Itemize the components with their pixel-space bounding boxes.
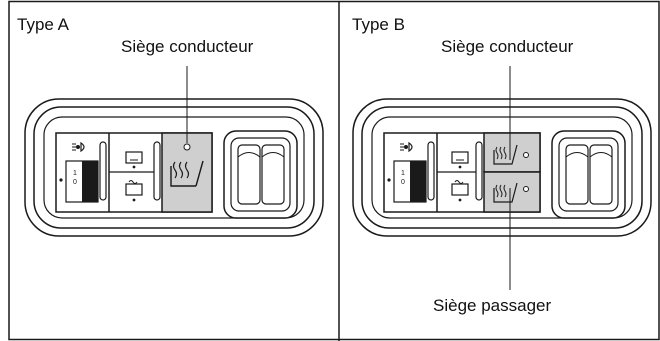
dimmer-label-0: 0 — [401, 179, 405, 186]
driver-seat-heater-indicator — [523, 152, 529, 158]
seat-heater-icon — [493, 144, 518, 165]
dimmer-wheel[interactable] — [82, 161, 98, 202]
driver-seat-heater-button[interactable] — [483, 132, 541, 173]
headlight-dimmer-icon — [400, 141, 413, 153]
outer-frame — [8, 0, 660, 341]
rear-defroster-icon[interactable] — [451, 151, 469, 169]
driver-seat-heater-indicator — [183, 143, 191, 151]
console-type-b: 1 0 — [352, 98, 652, 237]
panel-title-type-a: Type A — [17, 15, 69, 34]
passenger-seat-heater-indicator — [523, 186, 529, 192]
panel-title-type-b: Type B — [352, 15, 405, 34]
mirror-defroster-icon[interactable] — [451, 180, 469, 202]
callout-type-b-passenger-seat: Siège passager — [433, 296, 552, 315]
rear-defroster-icon[interactable] — [125, 151, 143, 169]
dimmer-label-1: 1 — [401, 170, 405, 177]
seat-heater-icon — [170, 160, 204, 187]
headlight-dimmer-icon — [72, 141, 85, 153]
dimmer-label-0: 0 — [73, 179, 77, 186]
passenger-seat-heater-button[interactable] — [483, 171, 541, 213]
console-type-a: 1 0 — [24, 98, 324, 237]
mirror-defroster-icon[interactable] — [125, 180, 143, 202]
dimmer-wheel[interactable] — [410, 161, 426, 202]
power-mirror-switch-icon[interactable] — [551, 130, 626, 219]
callout-type-a-driver-seat: Siège conducteur — [121, 37, 254, 56]
dimmer-label-1: 1 — [73, 170, 77, 177]
seat-heater-icon — [493, 182, 518, 203]
power-mirror-switch-icon[interactable] — [223, 130, 298, 219]
callout-type-b-driver-seat: Siège conducteur — [441, 37, 574, 56]
